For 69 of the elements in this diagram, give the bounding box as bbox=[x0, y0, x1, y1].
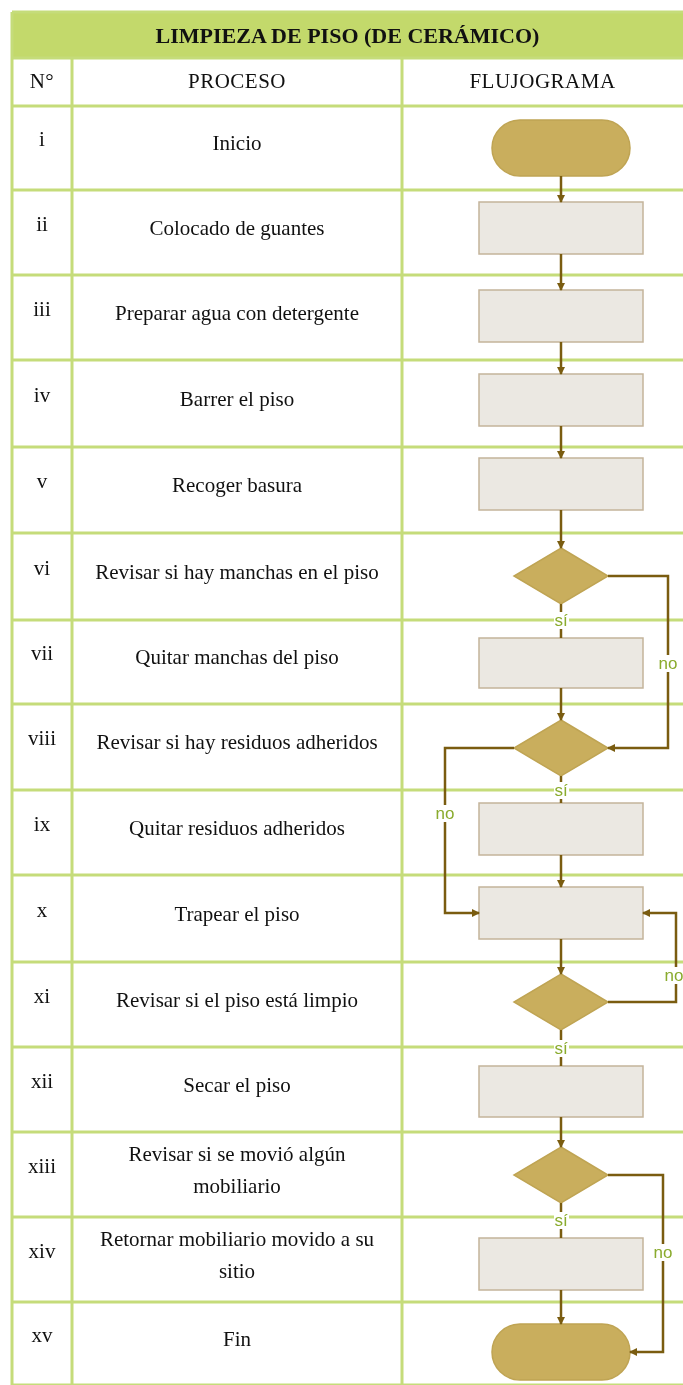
process-box bbox=[478, 802, 644, 856]
decision-diamond bbox=[512, 547, 610, 605]
process-box bbox=[478, 886, 644, 940]
row-number: v bbox=[36, 468, 48, 496]
process-step: Revisar si hay residuos adheridos bbox=[96, 727, 378, 759]
decision-diamond bbox=[512, 1146, 610, 1204]
row-number: vi bbox=[33, 554, 51, 582]
process-step: Colocado de guantes bbox=[149, 212, 325, 245]
process-box bbox=[478, 201, 644, 255]
row-number: viii bbox=[28, 725, 56, 753]
process-step: Preparar agua con detergente bbox=[115, 297, 359, 330]
process-step: Revisar si el piso está limpio bbox=[115, 984, 359, 1017]
process-box bbox=[478, 373, 644, 427]
process-step: Barrer el piso bbox=[179, 383, 295, 416]
edge-label: sí bbox=[553, 1211, 569, 1229]
decision-diamond bbox=[512, 973, 610, 1031]
arrow bbox=[557, 1117, 565, 1148]
edge-label: no bbox=[663, 966, 683, 984]
process-box bbox=[478, 637, 644, 689]
process-step: Quitar residuos adheridos bbox=[129, 812, 345, 845]
arrow bbox=[557, 254, 565, 291]
edge-label: no bbox=[652, 1243, 674, 1261]
process-step: Revisar si se movió algún mobiliario bbox=[94, 1139, 380, 1202]
edge-label: no bbox=[434, 804, 456, 822]
row-number: xiv bbox=[28, 1237, 56, 1265]
process-step: Inicio bbox=[212, 128, 262, 160]
edge-label: sí bbox=[553, 781, 569, 799]
edge-label: sí bbox=[553, 1039, 569, 1057]
edge-label: no bbox=[657, 654, 679, 672]
process-box bbox=[478, 289, 644, 343]
arrow bbox=[557, 939, 565, 975]
process-step: Recoger basura bbox=[172, 470, 302, 502]
process-box bbox=[478, 1065, 644, 1118]
process-box bbox=[478, 1237, 644, 1291]
column-header: PROCESO bbox=[188, 68, 286, 96]
row-number: i bbox=[39, 126, 45, 154]
column-header: N° bbox=[29, 68, 55, 96]
table-title: LIMPIEZA DE PISO (DE CERÁMICO) bbox=[155, 21, 540, 50]
arrow bbox=[557, 426, 565, 459]
row-number: iv bbox=[33, 381, 51, 409]
process-box bbox=[478, 457, 644, 511]
arrow bbox=[557, 342, 565, 375]
arrow bbox=[557, 510, 565, 549]
row-number: xiii bbox=[28, 1152, 56, 1180]
process-step: Quitar manchas del piso bbox=[135, 642, 339, 674]
process-step: Trapear el piso bbox=[174, 898, 300, 931]
process-step: Retornar mobiliario movido a su sitio bbox=[94, 1224, 380, 1287]
row-number: iii bbox=[33, 295, 51, 323]
arrow bbox=[557, 855, 565, 888]
arrow bbox=[557, 176, 565, 203]
arrow bbox=[557, 1290, 565, 1325]
process-step: Revisar si hay manchas en el piso bbox=[95, 556, 379, 589]
arrow bbox=[608, 909, 678, 1004]
arrow bbox=[608, 1173, 665, 1356]
decision-diamond bbox=[512, 719, 610, 777]
arrow bbox=[443, 746, 514, 917]
row-number: x bbox=[36, 896, 48, 924]
row-number: xii bbox=[30, 1067, 54, 1095]
process-step: Secar el piso bbox=[183, 1069, 291, 1102]
arrow bbox=[557, 688, 565, 721]
row-number: vii bbox=[30, 640, 54, 668]
edge-label: sí bbox=[553, 611, 569, 629]
row-number: xv bbox=[31, 1321, 53, 1349]
row-number: ix bbox=[33, 810, 51, 838]
process-step: Fin bbox=[223, 1323, 251, 1356]
arrow bbox=[607, 574, 670, 752]
column-header: FLUJOGRAMA bbox=[469, 68, 616, 96]
row-number: xi bbox=[33, 982, 51, 1010]
row-number: ii bbox=[36, 210, 48, 238]
